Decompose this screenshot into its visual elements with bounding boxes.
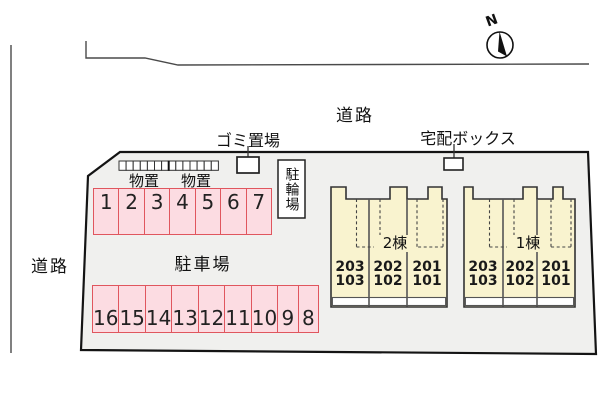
- road-label-top: 道路: [336, 106, 374, 126]
- parking-space: 12: [197, 286, 224, 332]
- delivery-box-label: 宅配ボックス: [420, 129, 516, 148]
- parking-space: 2: [118, 189, 143, 234]
- storage-units-row: [118, 160, 219, 171]
- building-1-balcony-strip: [464, 296, 575, 307]
- storage-label-2: 物置: [180, 172, 211, 190]
- parking-space: 6: [220, 189, 245, 234]
- parking-space: 8: [297, 286, 318, 332]
- parking-space: 3: [143, 189, 169, 234]
- parking-space: 5: [194, 189, 220, 234]
- building-2-name: 2棟: [374, 235, 416, 252]
- parking-space: 15: [118, 286, 145, 332]
- road-label-left: 道路: [31, 257, 69, 277]
- building-1-name: 1棟: [507, 235, 549, 252]
- parking-space: 16: [93, 306, 119, 330]
- storage-label-1: 物置: [128, 172, 159, 190]
- garbage-area-label: ゴミ置場: [215, 131, 280, 150]
- parking-space: 14: [144, 286, 171, 332]
- garbage-box: [236, 156, 260, 174]
- building-2-balcony-strip: [331, 296, 447, 307]
- parking-lot-label: 駐車場: [174, 255, 232, 275]
- parking-space: 1: [99, 190, 113, 214]
- parking-space: 11: [224, 286, 251, 332]
- north-compass-icon: [486, 31, 514, 59]
- parking-space: 10: [250, 286, 277, 332]
- bicycle-parking-label: 駐輪場: [283, 166, 300, 212]
- road-edge-top: [85, 41, 590, 66]
- parking-row-1: 1 2 3 4 5 6 7: [93, 188, 272, 235]
- parking-space: 9: [277, 286, 297, 332]
- bicycle-parking-box: [277, 159, 306, 219]
- delivery-box: [443, 157, 464, 171]
- parking-space: 13: [171, 286, 198, 332]
- parking-space: 7: [245, 189, 271, 234]
- parking-space: 4: [169, 189, 194, 234]
- parking-row-2: 16 15 14 13 12 11 10 9 8: [92, 285, 319, 333]
